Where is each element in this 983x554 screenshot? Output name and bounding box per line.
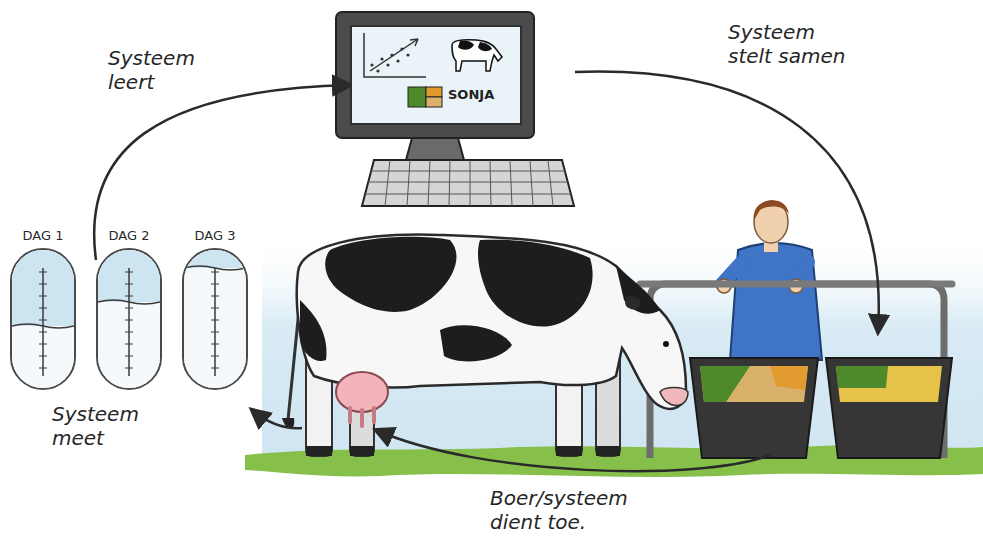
- note-label: Systeem stelt samen: [728, 20, 858, 68]
- day-label: DAG 1: [2, 228, 84, 243]
- tube-fill: [98, 250, 160, 388]
- milk-level-gauge: [98, 250, 160, 388]
- note-label: Systeem meet: [52, 402, 162, 450]
- screen-graphics: [352, 27, 520, 123]
- trough: [826, 358, 952, 458]
- milk-level-gauge: [12, 250, 74, 388]
- milk-level-gauge: [184, 250, 246, 388]
- tube-fill: [184, 250, 246, 388]
- tube-fill: [12, 250, 74, 388]
- day-label: DAG 2: [88, 228, 170, 243]
- screen-text: SONJA: [448, 87, 494, 102]
- cow: [282, 235, 688, 456]
- flow-arrow: [252, 72, 879, 472]
- milk-tube: DAG 3: [182, 248, 248, 390]
- computer-screen: SONJA: [350, 25, 522, 125]
- milk-tube: DAG 2: [96, 248, 162, 390]
- farmer: [717, 200, 822, 360]
- rail: [640, 281, 952, 288]
- day-label: DAG 3: [174, 228, 256, 243]
- note-label: Boer/systeem dient toe.: [490, 486, 650, 534]
- milk-tube: DAG 1: [10, 248, 76, 390]
- arrow-label: Systeem leert: [108, 46, 208, 94]
- computer-monitor: [336, 12, 574, 206]
- sky-wash: [262, 235, 983, 460]
- trough: [690, 358, 818, 458]
